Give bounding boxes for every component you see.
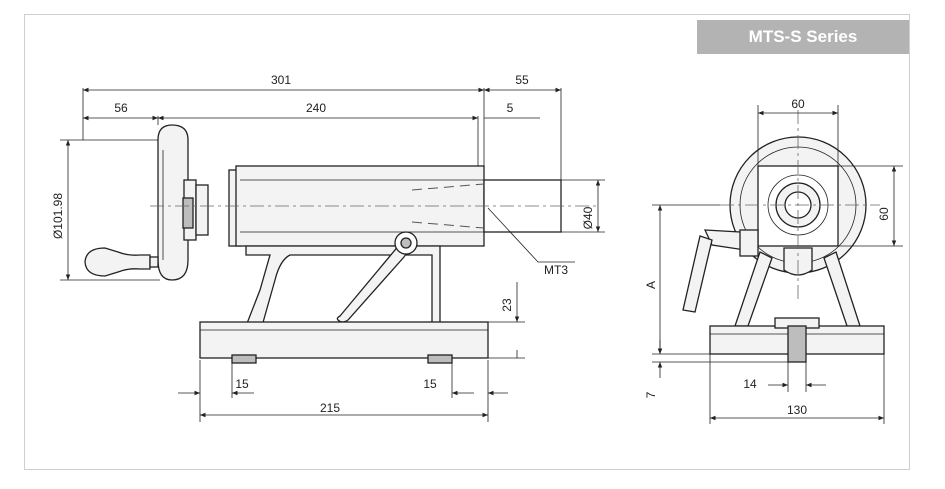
dim-center-height: A	[644, 281, 658, 289]
dim-base-thickness: 7	[644, 391, 658, 398]
side-dimensions	[60, 87, 605, 422]
end-dimensions	[652, 105, 903, 424]
dimension-labels: 301 55 56 240 5 Ø101.98 Ø40 MT3 23 15 15…	[51, 73, 891, 417]
dim-base-height: 23	[500, 298, 514, 312]
base-plate	[199, 321, 489, 359]
series-badge: MTS-S Series	[697, 20, 909, 54]
dim-taper: MT3	[544, 263, 568, 277]
dim-end-height: 60	[877, 207, 891, 221]
dim-spindle-diameter: Ø40	[581, 206, 595, 229]
dim-overall-length: 301	[271, 73, 291, 87]
dim-key-width: 14	[743, 377, 757, 391]
dim-handwheel-depth: 56	[114, 101, 128, 115]
lock-lever	[336, 231, 418, 323]
dim-end-width: 60	[791, 97, 805, 111]
handle-knob	[84, 247, 159, 277]
dim-base-length: 215	[320, 401, 340, 415]
dim-slot-left: 15	[235, 377, 249, 391]
dim-body-length: 240	[306, 101, 326, 115]
handwheel-disc	[157, 124, 189, 281]
quill	[483, 179, 562, 233]
dim-handwheel-diameter: Ø101.98	[51, 193, 65, 239]
dim-extension: 55	[515, 73, 529, 87]
dim-base-width: 130	[787, 403, 807, 417]
dim-slot-right: 15	[423, 377, 437, 391]
support-bracket	[245, 245, 441, 327]
side-view	[84, 124, 600, 364]
end-view	[682, 110, 885, 363]
dim-tip-offset: 5	[507, 101, 514, 115]
